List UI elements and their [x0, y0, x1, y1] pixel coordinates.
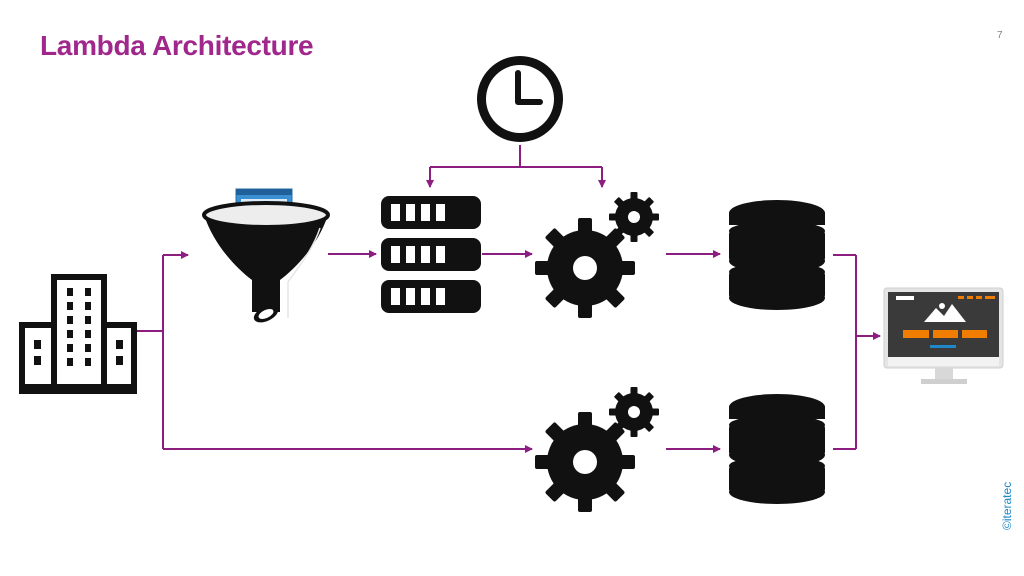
database-icon	[729, 200, 825, 310]
monitor-icon	[883, 287, 1004, 384]
clock-icon	[477, 56, 563, 142]
funnel-icon	[202, 188, 330, 323]
gears-icon	[535, 192, 659, 318]
database-icon	[729, 394, 825, 504]
server-rack-icon	[381, 196, 481, 313]
gears-icon	[535, 387, 659, 512]
page-number: 7	[997, 30, 1003, 41]
connectors	[137, 145, 881, 453]
slide-title: Lambda Architecture	[40, 30, 314, 61]
building-icon	[19, 274, 137, 394]
